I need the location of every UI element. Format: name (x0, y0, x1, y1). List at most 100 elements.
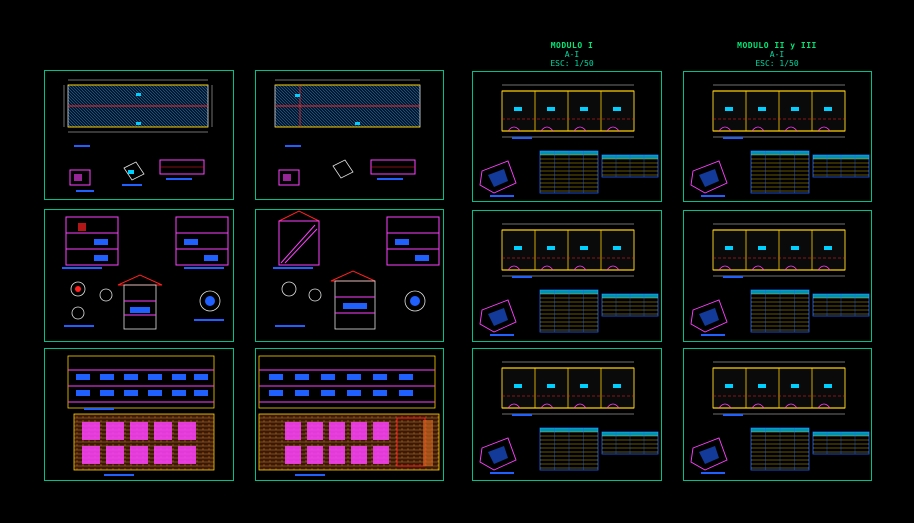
plan-title-bar (512, 414, 532, 416)
room-label (824, 246, 832, 250)
room-label (514, 107, 522, 111)
door-swing (784, 403, 798, 409)
key-plan (479, 160, 517, 194)
key-plan-title-bar (490, 334, 514, 336)
module-plan-2 (479, 223, 659, 336)
module-plan-3 (479, 361, 659, 474)
sheet-sections-b[interactable] (255, 209, 444, 342)
room-label (725, 107, 733, 111)
door-swing (540, 126, 554, 132)
plan-title-bar (723, 414, 743, 416)
module-1-scale: ESC: 1/50 (550, 59, 594, 68)
key-plan (690, 160, 728, 194)
sheet-module1-plan-1[interactable] (472, 71, 662, 202)
sheet-module1-plan-3[interactable] (472, 348, 662, 481)
key-plan-fill (488, 446, 508, 464)
sheet-plan-roof-a[interactable] (44, 70, 234, 200)
sections-b (273, 210, 440, 330)
elevations-a (67, 355, 215, 476)
key-plan (479, 299, 517, 333)
room-label (725, 384, 733, 388)
door-swing (817, 403, 831, 409)
key-plan-title-bar (490, 195, 514, 197)
room-label (758, 107, 766, 111)
module-plan-6 (690, 361, 870, 474)
key-plan-title-bar (701, 195, 725, 197)
key-plan (690, 299, 728, 333)
door-swing (784, 265, 798, 271)
roof-plan-b (274, 79, 421, 186)
door-swing (817, 265, 831, 271)
room-label (791, 107, 799, 111)
sheet-module2-plan-2[interactable] (683, 210, 872, 342)
sheet-elevations-a[interactable] (44, 348, 234, 481)
sheet-module2-plan-3[interactable] (683, 348, 872, 481)
room-label (547, 384, 555, 388)
module-plan-1 (479, 84, 659, 197)
door-swing (751, 265, 765, 271)
door-swing (573, 403, 587, 409)
door-swing (606, 403, 620, 409)
room-label (580, 107, 588, 111)
door-swing (507, 126, 521, 132)
room-label (725, 246, 733, 250)
module-2-sub1: A-I (769, 50, 785, 59)
key-plan-title-bar (490, 472, 514, 474)
sheet-elevations-b[interactable] (255, 348, 444, 481)
key-plan-title-bar (701, 472, 725, 474)
door-swing (606, 265, 620, 271)
module-1-title: MODULO I (550, 41, 594, 50)
plan-title-bar (512, 137, 532, 139)
module-2-title: MODULO II y III (737, 41, 817, 50)
room-label (613, 246, 621, 250)
door-swing (718, 126, 732, 132)
sections-a (62, 216, 229, 330)
key-plan-fill (488, 169, 508, 187)
room-label (547, 107, 555, 111)
module-1-sub1: A-I (564, 50, 580, 59)
module-plan-5 (690, 223, 870, 336)
room-label (514, 384, 522, 388)
door-swing (540, 403, 554, 409)
module-2-scale: ESC: 1/50 (755, 59, 799, 68)
module-1-header: MODULO I A-I ESC: 1/50 (522, 41, 622, 68)
elevations-b (258, 355, 440, 476)
door-swing (751, 403, 765, 409)
key-plan-fill (699, 308, 719, 326)
room-label (791, 384, 799, 388)
room-label (580, 246, 588, 250)
door-swing (606, 126, 620, 132)
key-plan-fill (699, 169, 719, 187)
key-plan-fill (488, 308, 508, 326)
key-plan-title-bar (701, 334, 725, 336)
room-label (758, 384, 766, 388)
sheet-module1-plan-2[interactable] (472, 210, 662, 342)
room-label (758, 246, 766, 250)
roof-plan-a (63, 79, 213, 192)
room-label (613, 384, 621, 388)
room-label (791, 246, 799, 250)
key-plan (479, 437, 517, 471)
door-swing (540, 265, 554, 271)
key-plan-fill (699, 446, 719, 464)
door-swing (507, 265, 521, 271)
room-label (547, 246, 555, 250)
door-swing (718, 265, 732, 271)
module-plan-4 (690, 84, 870, 197)
key-plan (690, 437, 728, 471)
sheet-module2-plan-1[interactable] (683, 71, 872, 202)
sheet-sections-a[interactable] (44, 209, 234, 342)
plan-title-bar (723, 137, 743, 139)
plan-title-bar (512, 276, 532, 278)
door-swing (784, 126, 798, 132)
door-swing (718, 403, 732, 409)
room-label (580, 384, 588, 388)
room-label (514, 246, 522, 250)
door-swing (751, 126, 765, 132)
room-label (824, 107, 832, 111)
module-2-header: MODULO II y III A-I ESC: 1/50 (722, 41, 832, 68)
room-label (824, 384, 832, 388)
sheet-plan-roof-b[interactable] (255, 70, 444, 200)
